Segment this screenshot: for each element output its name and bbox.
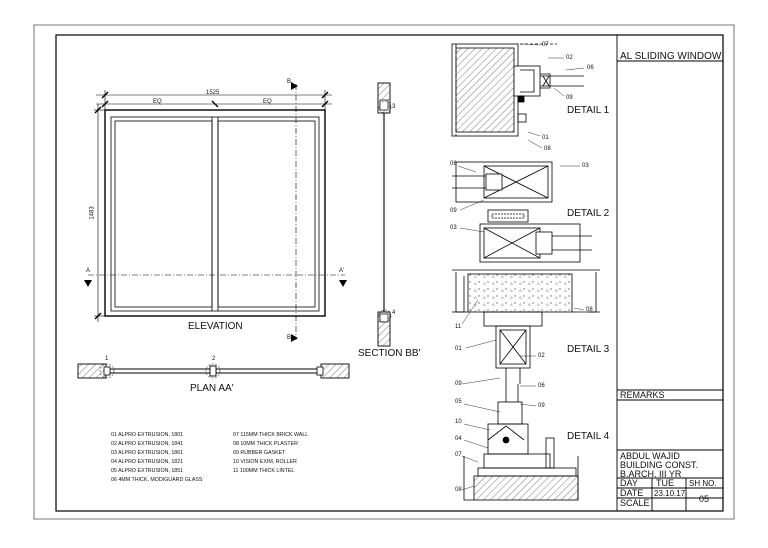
detail-2-tag: 03: [450, 225, 457, 231]
plan-detail-marker-1: 1: [105, 356, 109, 362]
section-a-prime-marker: A': [339, 268, 345, 274]
detail-1-tag: 02: [566, 55, 573, 61]
detail-4-tag: 08: [455, 487, 462, 493]
detail-leaders: [457, 43, 585, 491]
legend-item: 07 115MM THICK BRICK WALL: [233, 432, 309, 438]
height-dimension: 1483: [89, 206, 96, 220]
plan-detail-marker-2: 2: [212, 356, 216, 362]
elevation-dimensions: [88, 84, 345, 340]
detail-3-tag: 01: [455, 346, 462, 352]
detail-4-drawing: [463, 384, 579, 501]
section-bb-label: SECTION BB': [358, 348, 421, 359]
subject-name: BUILDING CONST.: [620, 460, 699, 470]
detail-1-label: DETAIL 1: [567, 105, 610, 116]
detail-4-tag: 05: [455, 399, 462, 405]
detail-2-tag: 03: [582, 163, 589, 169]
day-value: TUE: [656, 478, 674, 488]
detail-1-tag: 01: [542, 135, 549, 141]
legend-item: 08 10MM THICK PLASTER: [233, 441, 298, 447]
day-label: DAY: [620, 478, 638, 488]
plan-aa-drawing: [77, 363, 350, 379]
detail-2-drawing: [452, 161, 592, 263]
sheet-label: SH NO.: [689, 479, 717, 488]
detail-1-tag: 09: [566, 95, 573, 101]
detail-4-tag: 10: [455, 419, 462, 425]
detail-3-tag: 11: [455, 324, 462, 330]
course-name: B.ARCH. III YR: [620, 469, 682, 479]
plan-aa-label: PLAN AA': [190, 383, 234, 394]
section-bb-drawing: [377, 82, 392, 347]
scale-label: SCALE: [620, 498, 650, 508]
legend-item: 09 RUBBER GASKET: [233, 450, 286, 456]
detail-2-tag: 09: [450, 208, 457, 214]
legend-item: 02 ALPRO EXTRUSION, 1841: [111, 441, 184, 447]
inner-border: [55, 34, 724, 512]
legend-item: 10 VISION EXIM, ROLLER: [233, 459, 297, 465]
elevation-label: ELEVATION: [188, 321, 243, 332]
section-detail-marker-4: 4: [392, 310, 396, 316]
legend-item: 11 100MM THICK LINTEL: [233, 468, 295, 474]
detail-3-label: DETAIL 3: [567, 344, 610, 355]
detail-1-tag: 06: [587, 65, 594, 71]
outer-border: [33, 24, 735, 520]
eq-left-dimension: EQ: [153, 99, 162, 105]
width-dimension: 1525: [206, 90, 220, 96]
detail-1-tag: 08: [544, 146, 551, 152]
title-block: [616, 35, 723, 511]
detail-4-tag: 07: [455, 452, 462, 458]
detail-3-tag: 06: [538, 383, 545, 389]
legend-item: 05 ALPRO EXTRUSION, 1851: [111, 468, 184, 474]
legend-item: 03 ALPRO EXTRUSION, 1861: [111, 450, 184, 456]
detail-4-label: DETAIL 4: [567, 431, 610, 442]
section-b-marker: B: [287, 79, 292, 85]
section-b-prime-marker: B': [287, 335, 293, 341]
detail-2-tag: 06: [450, 161, 457, 167]
detail-2-label: DETAIL 2: [567, 208, 610, 219]
elevation-window: [104, 109, 326, 317]
detail-4-tag: 09: [538, 403, 545, 409]
legend-item: 04 ALPRO EXTRUSION, 1821: [111, 459, 184, 465]
legend-item: 01 ALPRO EXTRUSION, 1801: [111, 432, 184, 438]
detail-1-tag: 07: [542, 42, 549, 48]
section-a-marker: A: [86, 268, 91, 274]
section-arrows: [84, 82, 347, 342]
remarks-label: REMARKS: [620, 390, 665, 400]
date-value: 23.10.17: [654, 489, 686, 498]
date-label: DATE: [620, 488, 644, 498]
section-detail-marker-3: 3: [392, 104, 396, 110]
detail-3-tag: 08: [586, 307, 593, 313]
detail-3-tag: 09: [455, 381, 462, 387]
drawing-title: AL SLIDING WINDOW: [620, 51, 722, 62]
detail-3-drawing: [452, 269, 600, 384]
author-name: ABDUL WAJID: [620, 451, 680, 461]
detail-1-drawing: [451, 43, 584, 137]
sheet-number: 05: [699, 494, 710, 504]
legend-item: 06 4MM THICK, MODIGUARD GLASS: [111, 477, 203, 483]
detail-3-tag: 02: [538, 353, 545, 359]
detail-4-tag: 04: [455, 436, 462, 442]
eq-right-dimension: EQ: [263, 99, 272, 105]
